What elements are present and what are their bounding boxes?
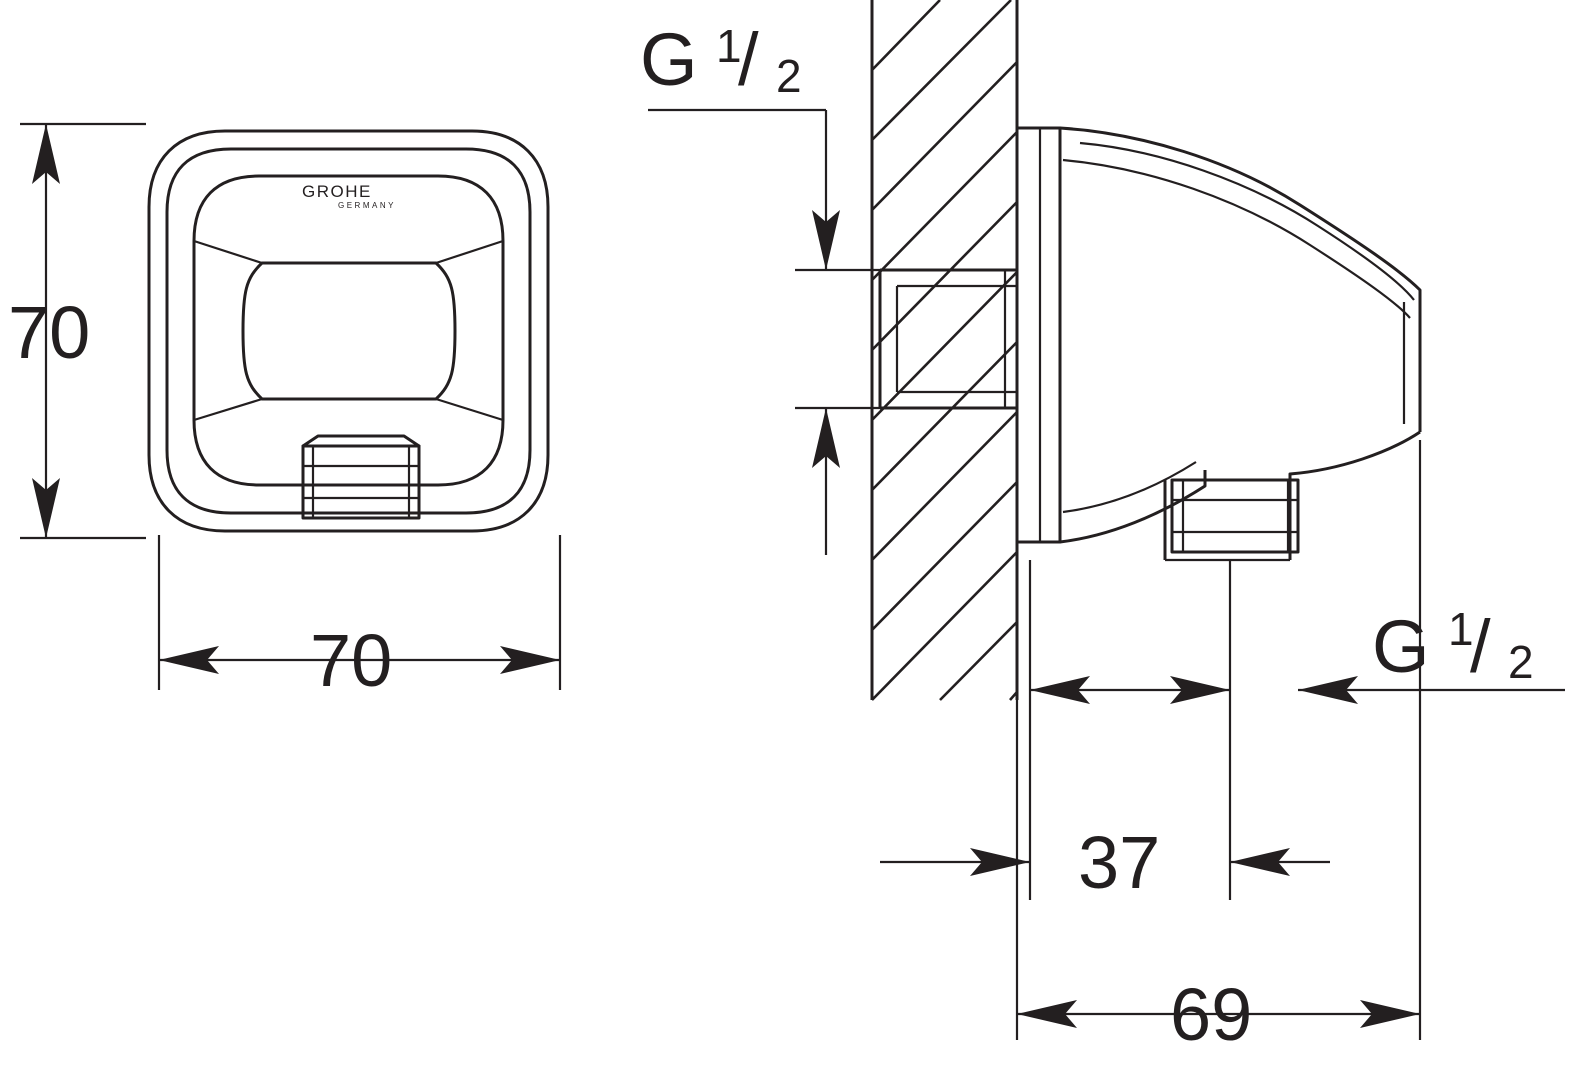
facet-diagonal-bottom-right	[435, 397, 504, 422]
arrow-69-right	[1360, 1000, 1420, 1028]
inlet-thread-connector	[878, 268, 1017, 410]
outlet-tube	[1163, 430, 1421, 562]
grohe-subtitle: GERMANY	[338, 201, 396, 210]
grohe-logo: GROHE GERMANY	[302, 182, 396, 210]
arrow-head-down	[32, 478, 60, 538]
dimension-value-height: 70	[8, 291, 90, 374]
front-view-group: GROHE GERMANY 70 70	[8, 122, 562, 702]
dimension-outlet-thread: G 1 / 2	[1298, 603, 1565, 704]
escutcheon-bevel-outline	[165, 147, 532, 515]
escutcheon-outer-outline	[147, 129, 550, 533]
wall-hatching	[871, 0, 1018, 701]
dimension-value-69: 69	[1170, 973, 1252, 1056]
dimension-offset-37: 37	[880, 560, 1330, 904]
arrow-head-up	[32, 124, 60, 184]
thread-slash-bottom: /	[1470, 605, 1491, 688]
arrow-head-right	[500, 646, 560, 674]
arrow-37-outer-right	[1230, 848, 1290, 876]
thread-numerator-bottom: 1	[1448, 603, 1474, 655]
dimension-projection-69: 69	[1015, 440, 1422, 1056]
side-section-view-group: G 1 / 2 G 1 / 2 37	[640, 0, 1565, 1056]
facet-diagonal-top-left	[193, 239, 263, 265]
arrow-37-left	[1030, 676, 1090, 704]
facet-diagonal-bottom-left	[193, 397, 263, 422]
escutcheon-facet-outline	[192, 174, 505, 487]
thread-numerator-top: 1	[716, 20, 742, 72]
dimension-inlet-thread: G 1 / 2	[640, 18, 880, 555]
body-upper-inner-profile	[1062, 158, 1411, 319]
outlet-thread-boss	[1170, 478, 1300, 554]
thread-slash-top: /	[738, 18, 759, 101]
dimension-value-width: 70	[310, 619, 392, 702]
arrow-37-outer-left	[970, 848, 1030, 876]
body-upper-profile	[1059, 126, 1422, 432]
thread-denominator-top: 2	[776, 50, 802, 102]
arrow-69-left	[1017, 1000, 1077, 1028]
inlet-arrow-up	[812, 408, 840, 468]
dimension-width-70: 70	[157, 535, 562, 702]
body-lower-inner-profile	[1062, 461, 1197, 514]
body-upper-bevel	[1079, 141, 1415, 301]
dimension-value-37: 37	[1078, 821, 1160, 904]
thread-denominator-bottom: 2	[1508, 636, 1534, 688]
arrow-37-right	[1170, 676, 1230, 704]
thread-label-g-top: G	[640, 18, 698, 101]
grohe-wordmark: GROHE	[302, 182, 372, 201]
escutcheon-dome-outline	[241, 261, 457, 401]
leader-arrow-down	[812, 210, 840, 270]
dimension-height-70: 70	[8, 122, 146, 540]
front-outlet-boss	[301, 434, 421, 520]
arrow-head-left	[159, 646, 219, 674]
body-flange	[1017, 126, 1062, 544]
facet-diagonal-top-right	[435, 239, 504, 265]
body-lower-profile	[1059, 470, 1207, 544]
